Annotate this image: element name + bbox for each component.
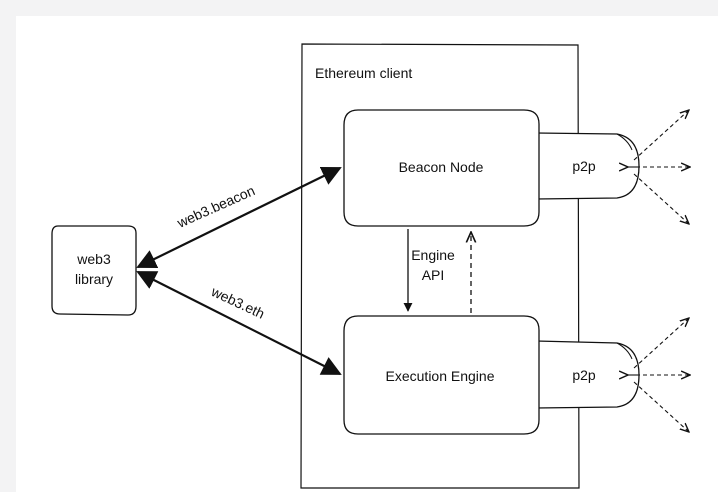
execution-engine-node[interactable]: Execution Engine — [343, 315, 540, 435]
web3-library-node[interactable]: web3 library — [51, 225, 137, 316]
ethereum-client-label: Ethereum client — [315, 65, 412, 81]
p2p-execution-node[interactable]: p2p — [535, 340, 640, 409]
beacon-node[interactable]: Beacon Node — [343, 109, 540, 227]
execution-peer-arrows — [628, 318, 690, 432]
peer-arrow-up — [633, 318, 689, 369]
beacon-peer-arrows — [628, 110, 690, 224]
p2p-beacon-node[interactable]: p2p — [535, 132, 640, 200]
peer-arrow-down — [633, 381, 689, 432]
web3-eth-edge: web3.eth — [136, 271, 342, 375]
peer-arrow-down — [633, 173, 689, 224]
engine-api-label-line1: Engine — [411, 247, 455, 263]
p2p-beacon-label: p2p — [572, 158, 596, 174]
execution-engine-label: Execution Engine — [386, 368, 495, 384]
web3-beacon-label: web3.beacon — [174, 182, 258, 231]
web3-library-label-line2: library — [75, 271, 113, 287]
engine-api-edge: Engine API — [403, 229, 471, 313]
web3-eth-label: web3.eth — [208, 283, 267, 322]
web3-beacon-edge: web3.beacon — [136, 166, 342, 269]
p2p-execution-label: p2p — [572, 367, 596, 383]
beacon-node-label: Beacon Node — [399, 159, 484, 175]
peer-arrow-up — [633, 110, 689, 161]
engine-api-label-line2: API — [422, 267, 445, 283]
web3-library-label-line1: web3 — [76, 251, 111, 267]
